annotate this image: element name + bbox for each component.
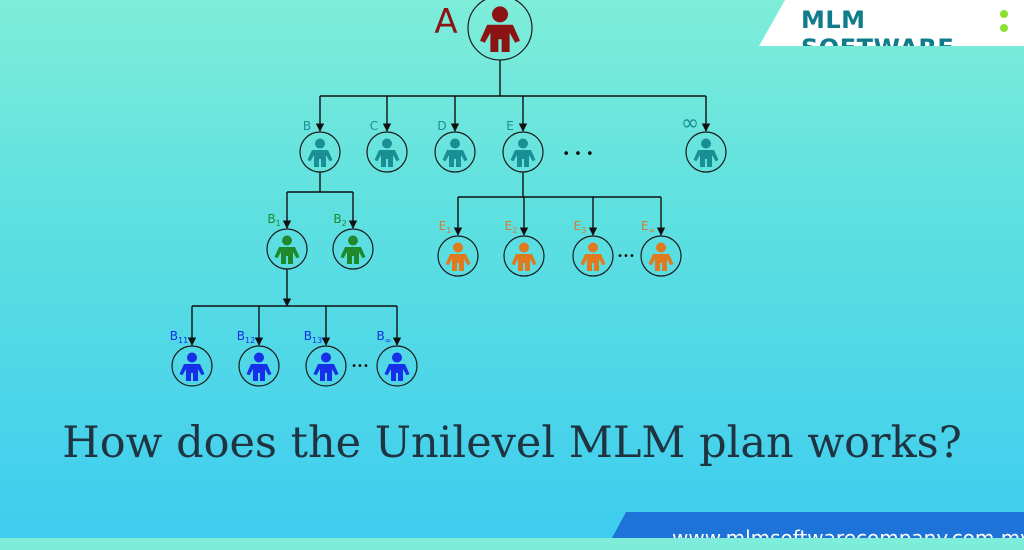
node-einf: [640, 235, 682, 277]
node-e3-ring: [572, 235, 614, 277]
person-icon: [445, 242, 471, 271]
label-b12: B12: [237, 329, 255, 345]
node-b: [299, 131, 341, 173]
person-icon: [313, 352, 339, 381]
node-e1: [437, 235, 479, 277]
brand-name: MLM SOFTWARE: [801, 6, 955, 62]
label-b11: B11: [170, 329, 188, 345]
root-label-a: A: [434, 2, 457, 42]
brand-logo-dots-icon: [1000, 10, 1008, 34]
person-icon: [442, 138, 468, 167]
node-b13-ring: [305, 345, 347, 387]
b1-children-ellipsis: •••: [351, 361, 369, 372]
person-icon: [648, 242, 674, 271]
label-e3: E3: [574, 219, 587, 235]
label-e2: E2: [505, 219, 518, 235]
root-node-a-ring: [467, 0, 533, 61]
root-node-a: [467, 0, 533, 61]
page-title: How does the Unilevel MLM plan works?: [62, 418, 962, 468]
label-b2: B2: [333, 212, 346, 228]
node-b13: [305, 345, 347, 387]
person-icon: [340, 235, 366, 264]
node-d: [434, 131, 476, 173]
node-b12: [238, 345, 280, 387]
node-b1: [266, 228, 308, 270]
footer-banner: www.mlmsoftwarecompany.com.my: [612, 512, 1024, 538]
node-e1-ring: [437, 235, 479, 277]
person-icon: [510, 138, 536, 167]
node-e2-ring: [503, 235, 545, 277]
person-icon: [384, 352, 410, 381]
node-e: [502, 131, 544, 173]
node-c: [366, 131, 408, 173]
node-b2: [332, 228, 374, 270]
person-icon: [511, 242, 537, 271]
person-icon: [246, 352, 272, 381]
node-inf: [685, 131, 727, 173]
label-einf: E∞: [641, 219, 655, 235]
label-binf: B∞: [377, 329, 392, 345]
label-inf: ∞: [681, 111, 699, 136]
node-e3: [572, 235, 614, 277]
node-e2: [503, 235, 545, 277]
node-binf: [376, 345, 418, 387]
person-icon: [480, 6, 520, 52]
tree-nodes: [171, 0, 727, 387]
brand-banner: MLM SOFTWARE: [759, 0, 1024, 46]
person-icon: [274, 235, 300, 264]
label-d: D: [437, 119, 446, 133]
node-e-ring: [502, 131, 544, 173]
label-e: E: [506, 119, 514, 133]
node-b11: [171, 345, 213, 387]
person-icon: [580, 242, 606, 271]
e-children-ellipsis: •••: [617, 251, 635, 262]
label-b1: B1: [267, 212, 280, 228]
node-inf-ring: [685, 131, 727, 173]
node-b11-ring: [171, 345, 213, 387]
node-c-ring: [366, 131, 408, 173]
node-b1-ring: [266, 228, 308, 270]
footer-url: www.mlmsoftwarecompany.com.my: [672, 526, 1024, 550]
person-icon: [179, 352, 205, 381]
node-binf-ring: [376, 345, 418, 387]
person-icon: [374, 138, 400, 167]
node-einf-ring: [640, 235, 682, 277]
level1-ellipsis: • • •: [562, 147, 593, 162]
label-b: B: [303, 119, 311, 133]
node-b-ring: [299, 131, 341, 173]
connector-lines: [187, 60, 711, 346]
node-b12-ring: [238, 345, 280, 387]
node-d-ring: [434, 131, 476, 173]
label-e1: E1: [439, 219, 452, 235]
node-b2-ring: [332, 228, 374, 270]
person-icon: [693, 138, 719, 167]
label-b13: B13: [304, 329, 322, 345]
person-icon: [307, 138, 333, 167]
label-c: C: [370, 119, 378, 133]
